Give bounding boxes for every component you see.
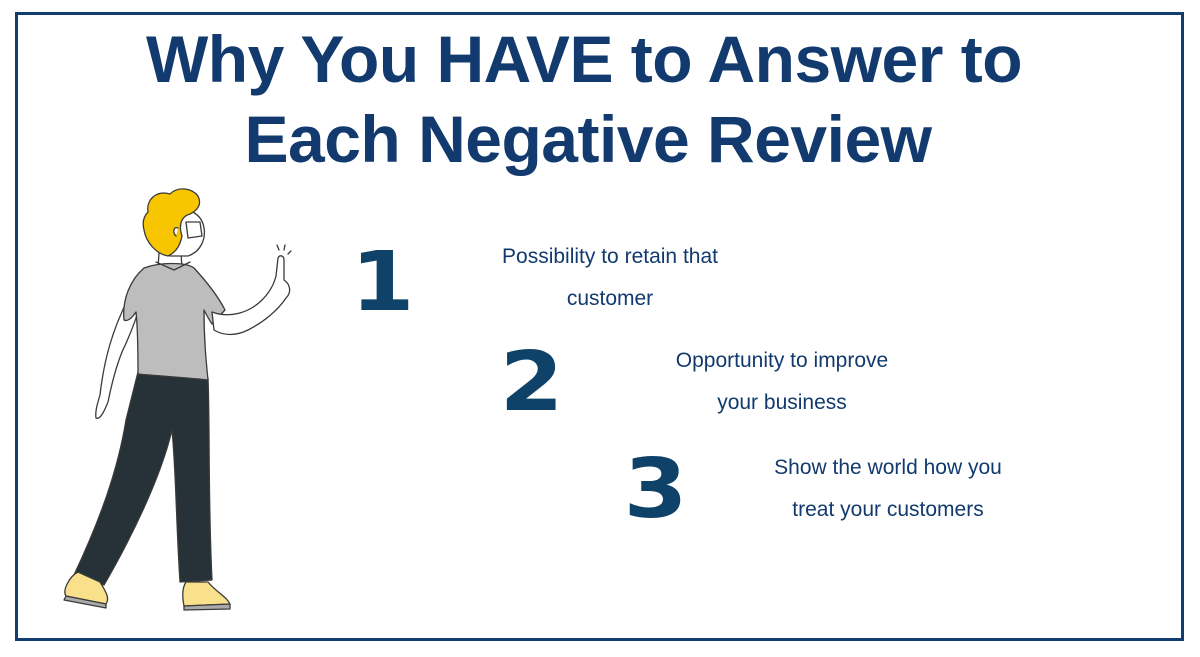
person-pointing-illustration-icon xyxy=(63,188,292,611)
reason-1-line-2: customer xyxy=(566,287,654,310)
infographic-border xyxy=(15,12,1184,641)
reason-3-line-1: Show the world how you xyxy=(774,456,1002,479)
reason-number-3: 3 xyxy=(623,442,688,537)
reason-3-line-2: treat your customers xyxy=(792,498,984,521)
reason-number-2: 2 xyxy=(499,335,564,430)
reason-2-text: Opportunity to improve your business xyxy=(612,340,952,424)
page-title-line-2: Each Negative Review xyxy=(244,102,933,176)
reason-number-1: 1 xyxy=(350,235,415,330)
page-title-line-1: Why You HAVE to Answer to xyxy=(145,22,1023,96)
reason-2-line-2: your business xyxy=(717,391,847,414)
reason-1-text: Possibility to retain that customer xyxy=(440,236,780,320)
reason-2-line-1: Opportunity to improve xyxy=(675,349,889,372)
reason-3-text: Show the world how you treat your custom… xyxy=(718,447,1058,531)
reason-1-line-1: Possibility to retain that xyxy=(502,245,718,268)
